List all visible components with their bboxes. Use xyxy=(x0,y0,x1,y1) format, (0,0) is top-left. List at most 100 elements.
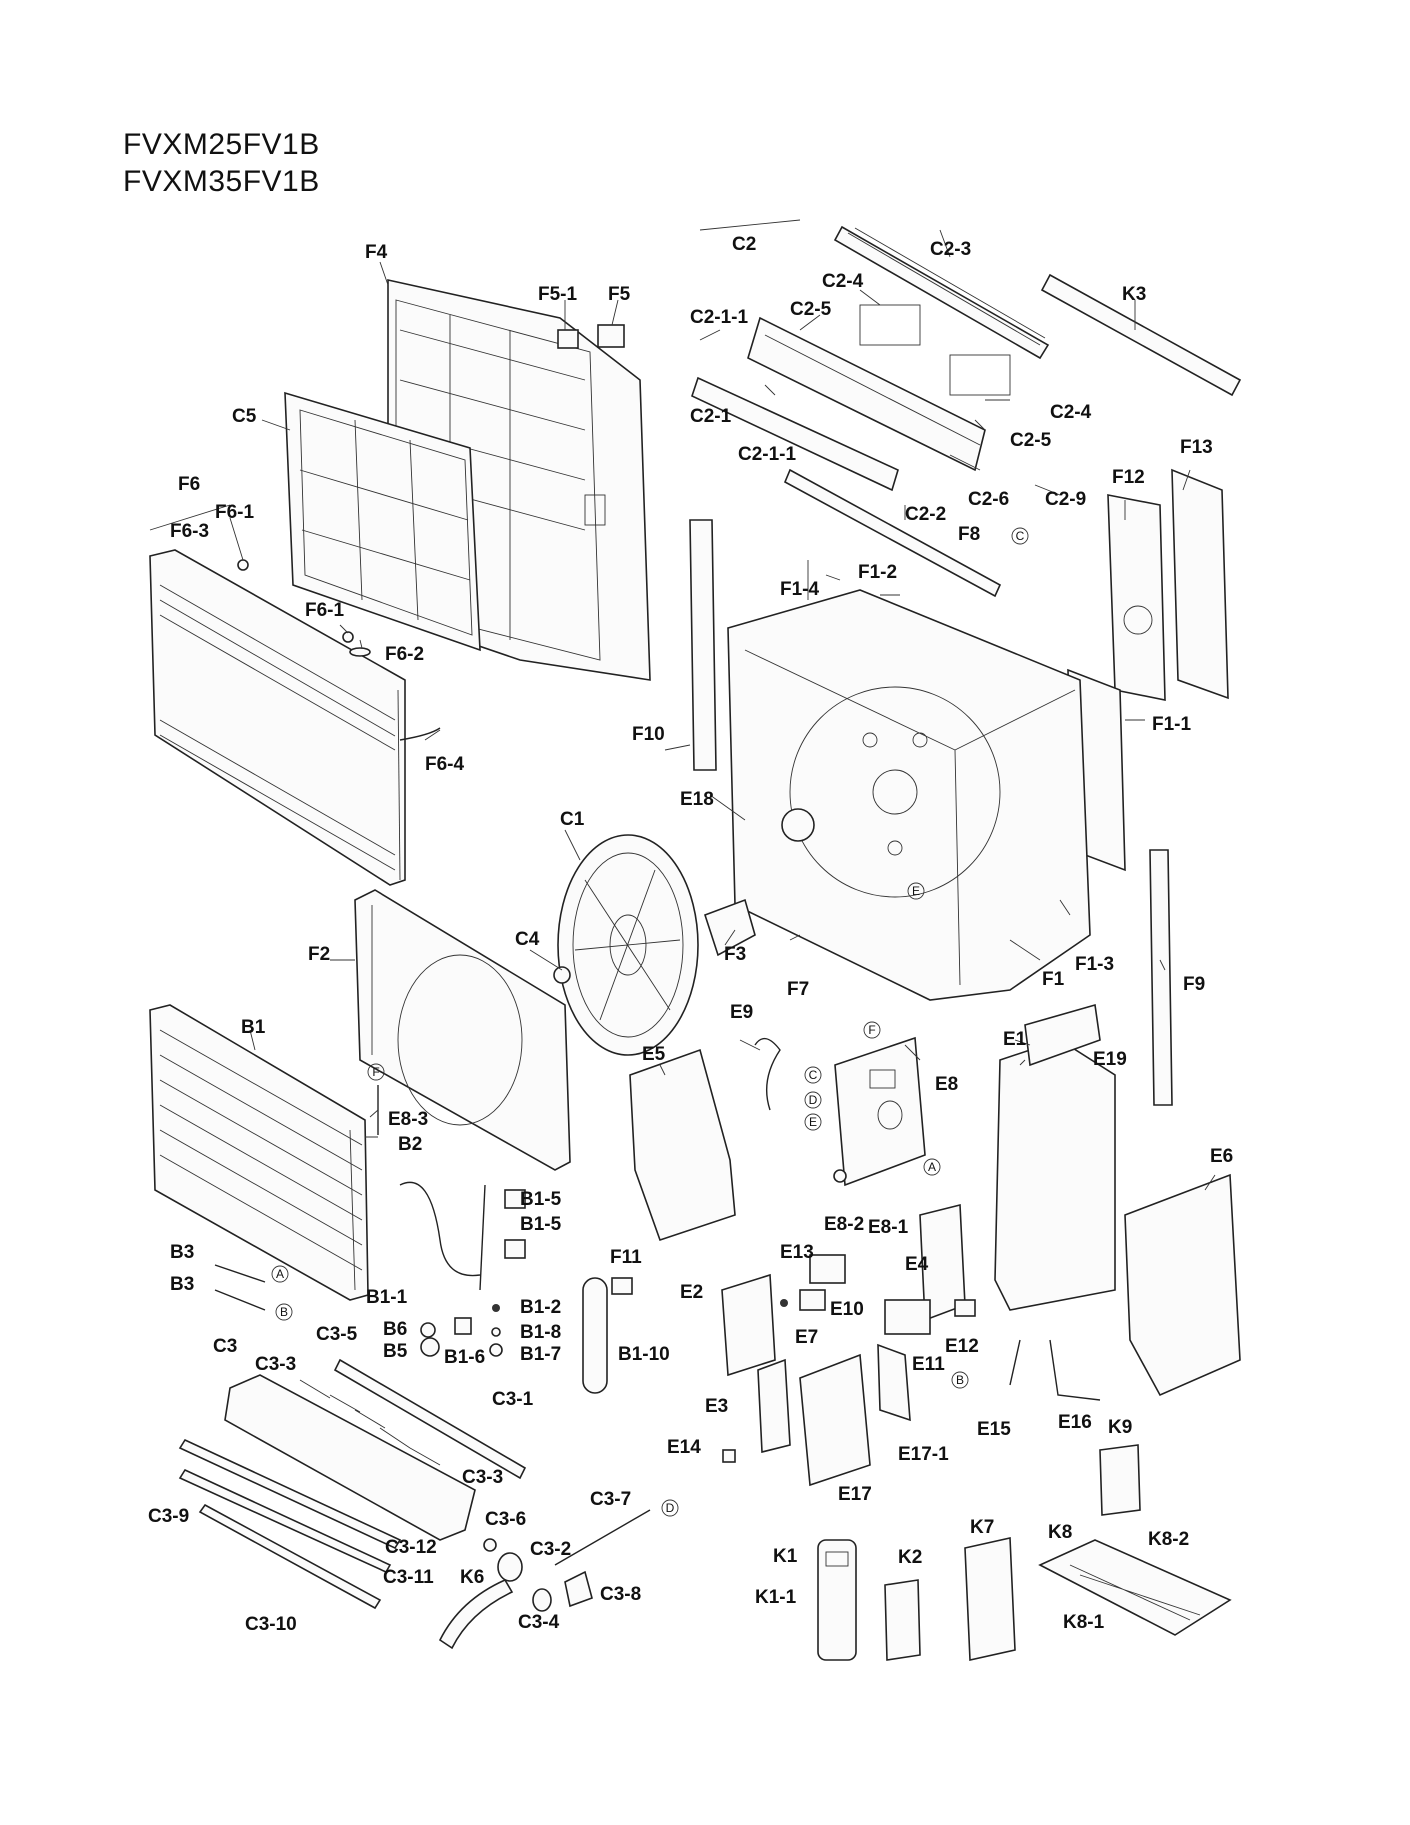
connector-e-casing: E xyxy=(907,882,925,900)
label-k1: K1 xyxy=(773,1546,798,1567)
part-e14-drawing xyxy=(722,1449,736,1463)
strip-c3-10-drawing xyxy=(198,1503,382,1610)
label-e3: E3 xyxy=(705,1396,728,1417)
label-f6-3: F6-3 xyxy=(170,521,209,542)
label-e6: E6 xyxy=(1210,1146,1233,1167)
label-c2: C2 xyxy=(732,234,756,255)
filter-mesh-lines xyxy=(847,227,1046,346)
label-f1-2: F1-2 xyxy=(858,562,897,583)
part-c3-2-drawing xyxy=(497,1552,523,1582)
label-e18: E18 xyxy=(680,789,714,810)
label-f3: F3 xyxy=(724,944,746,965)
strap-f6-4-drawing xyxy=(399,727,441,741)
label-k8: K8 xyxy=(1048,1522,1072,1543)
label-c2-5: C2-5 xyxy=(1010,430,1052,451)
part-c3-8-drawing xyxy=(564,1570,593,1608)
label-c2-9: C2-9 xyxy=(1045,489,1086,510)
label-b1-6: B1-6 xyxy=(444,1347,485,1368)
label-c2-3: C2-3 xyxy=(930,239,971,260)
label-c3-8: C3-8 xyxy=(600,1584,641,1605)
pcb-component xyxy=(869,1069,896,1089)
cover-e6-drawing xyxy=(1124,1173,1241,1397)
connector-label: B xyxy=(956,1373,964,1387)
part-b1-7-drawing xyxy=(489,1343,503,1357)
terminal-e2-drawing xyxy=(721,1273,776,1377)
label-c2-4: C2-4 xyxy=(822,271,864,292)
cushion-b1-5b-drawing xyxy=(504,1239,526,1259)
label-c3-4: C3-4 xyxy=(518,1612,560,1633)
label-k7: K7 xyxy=(970,1517,994,1538)
booklet-k9-drawing xyxy=(1099,1444,1141,1516)
label-b5: B5 xyxy=(383,1341,408,1362)
label-f13: F13 xyxy=(1180,437,1213,458)
filter-k8-lines xyxy=(1069,1564,1201,1621)
label-e1: E1 xyxy=(1003,1029,1027,1050)
part-c3-6-drawing xyxy=(483,1538,497,1552)
label-b1: B1 xyxy=(241,1017,266,1038)
screw-f6-1-drawing xyxy=(237,559,249,571)
model-list: FVXM25FV1B FVXM35FV1B xyxy=(123,126,320,200)
label-f6: F6 xyxy=(178,474,200,495)
part-labels: F4 F5-1 F5 C5 F6 F6-1 F6-3 F6-1 F6-2 F6-… xyxy=(148,234,1233,1635)
sheet-f13-drawing xyxy=(1171,468,1229,700)
part-e10-drawing xyxy=(799,1289,826,1311)
label-c3: C3 xyxy=(213,1336,237,1357)
wiring-e9-drawing xyxy=(754,1037,781,1111)
label-e8-1: E8-1 xyxy=(868,1217,909,1238)
label-c3-11: C3-11 xyxy=(383,1567,434,1588)
part-c3-4-drawing xyxy=(532,1588,552,1612)
label-c2-5: C2-5 xyxy=(790,299,832,320)
label-e11: E11 xyxy=(912,1354,945,1375)
part-e7-drawing xyxy=(780,1299,788,1307)
front-panel-drawing xyxy=(149,549,406,886)
label-f1-4: F1-4 xyxy=(780,579,820,600)
part-b1-6-drawing xyxy=(454,1317,472,1335)
pcb-e8-drawing xyxy=(834,1036,926,1187)
connector-b-sensor: B xyxy=(951,1371,969,1389)
connector-label: D xyxy=(809,1093,818,1107)
main-casing-drawing xyxy=(727,589,1091,1001)
label-e9: E9 xyxy=(730,1002,753,1023)
label-b2: B2 xyxy=(398,1134,422,1155)
label-k6: K6 xyxy=(460,1567,484,1588)
fan-drawing xyxy=(557,834,699,1056)
label-e19: E19 xyxy=(1093,1049,1127,1070)
strip-c3-12-drawing xyxy=(178,1438,402,1550)
label-c2-1-1: C2-1-1 xyxy=(690,307,749,328)
label-e5: E5 xyxy=(642,1044,666,1065)
part-e12-drawing xyxy=(954,1299,976,1317)
manual-k7-drawing xyxy=(964,1537,1016,1661)
electrical-box-e1-drawing xyxy=(994,1039,1116,1311)
label-e8: E8 xyxy=(935,1074,958,1095)
filter-k8-drawing xyxy=(1038,1539,1232,1636)
label-f6-2: F6-2 xyxy=(385,644,424,665)
label-c3-12: C3-12 xyxy=(385,1537,437,1558)
connector-label: A xyxy=(276,1267,284,1281)
connector-d-motor: D xyxy=(661,1499,679,1517)
flap-assembly-drawing xyxy=(747,304,1011,472)
label-f7: F7 xyxy=(787,979,809,1000)
connector-label: D xyxy=(666,1501,675,1515)
terminal-e11-drawing xyxy=(884,1299,931,1335)
air-filter-drawing xyxy=(284,391,481,652)
piping-line xyxy=(479,1184,486,1291)
piping-drawing xyxy=(399,1181,481,1277)
strip-f8-drawing xyxy=(783,468,1002,598)
connector-markers: C E F C D E A F A B B D xyxy=(271,527,1029,1517)
drain-hose-b1-10-drawing xyxy=(582,1277,608,1394)
heat-exchanger-drawing xyxy=(149,1004,369,1301)
label-e14: E14 xyxy=(667,1437,701,1458)
bracket-e3-drawing xyxy=(757,1358,791,1454)
label-b1-5: B1-5 xyxy=(520,1189,562,1210)
label-k3: K3 xyxy=(1122,284,1146,305)
label-c3-1: C3-1 xyxy=(492,1389,534,1410)
side-plate-hole xyxy=(1123,605,1153,635)
label-f11: F11 xyxy=(610,1247,642,1268)
label-e8-2: E8-2 xyxy=(824,1214,864,1235)
part-b1-8-drawing xyxy=(491,1327,501,1337)
label-k2: K2 xyxy=(898,1547,922,1568)
remote-display xyxy=(825,1551,849,1567)
part-e13-drawing xyxy=(809,1254,846,1284)
connector-c-pcb: C xyxy=(804,1066,822,1084)
cap-f6-2-drawing xyxy=(349,647,371,657)
